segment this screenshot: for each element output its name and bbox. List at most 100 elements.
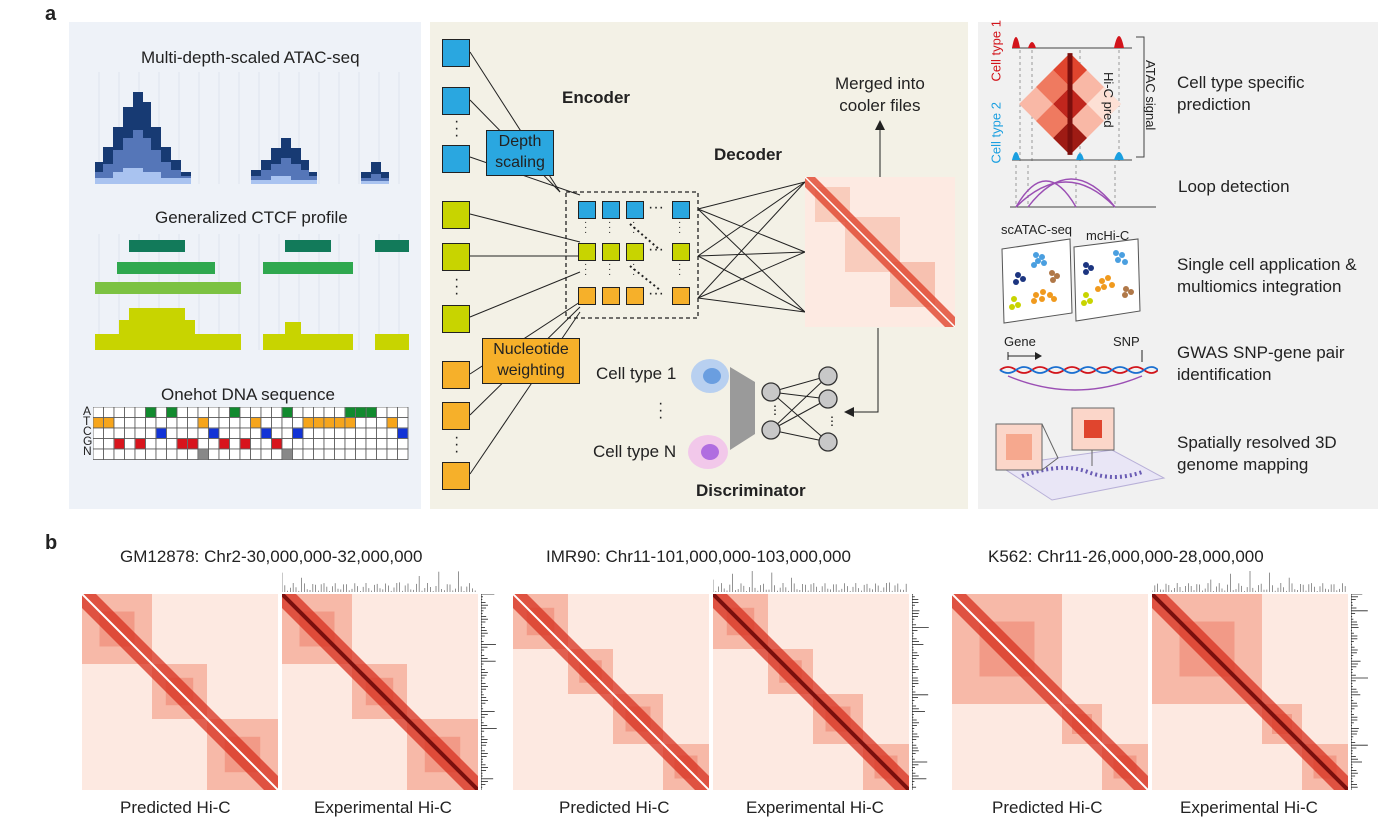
app-line: Single cell application &: [1177, 255, 1357, 274]
onehot-cell: [218, 448, 230, 460]
ctcf-title: Generalized CTCF profile: [155, 208, 348, 227]
encoder-node: [672, 201, 690, 219]
onehot-filled-cell: [209, 428, 219, 438]
onehot-filled-cell: [198, 449, 208, 459]
onehot-cell: [376, 407, 388, 418]
onehot-cell: [239, 417, 251, 429]
onehot-filled-cell: [303, 418, 313, 428]
model-architecture-panel: ··· ··· ··· Depth scaling Nucleotide wei…: [430, 22, 968, 509]
dna-input-square: [442, 402, 470, 430]
app-line: Spatially resolved 3D: [1177, 433, 1337, 452]
onehot-cell: [218, 417, 230, 429]
app-line: Cell type specific: [1177, 73, 1305, 92]
predicted-label-3: Predicted Hi-C: [992, 798, 1103, 817]
onehot-cell: [323, 438, 335, 450]
onehot-cell: [281, 438, 293, 450]
encoder-node: [626, 287, 644, 305]
onehot-cell: [302, 427, 314, 439]
onehot-cell: [376, 427, 388, 439]
onehot-cell: [155, 448, 167, 460]
onehot-cell: [197, 407, 209, 418]
base-a: A: [83, 404, 92, 418]
atac-coverage-track-side: [481, 594, 497, 790]
onehot-cell: [386, 448, 398, 460]
ellipsis-vertical: ···: [658, 395, 664, 426]
application-spatial: Spatially resolved 3D genome mapping: [1177, 432, 1337, 476]
onehot-filled-cell: [104, 418, 114, 428]
onehot-filled-cell: [282, 449, 292, 459]
ctcf-profile-tracks: [95, 234, 409, 350]
onehot-cell: [155, 407, 167, 418]
snp-label: SNP: [1113, 334, 1140, 349]
onehot-cell: [365, 448, 377, 460]
onehot-cell: [292, 438, 304, 450]
onehot-grid: [93, 407, 409, 460]
onehot-cell: [260, 407, 272, 418]
onehot-cell: [155, 417, 167, 429]
atac-coverage-track-side: [912, 594, 929, 790]
onehot-cell: [271, 448, 283, 460]
onehot-filled-cell: [282, 407, 292, 417]
onehot-cell: [344, 438, 356, 450]
hic-diamond-heatmap: [1019, 53, 1121, 155]
onehot-cell: [250, 448, 262, 460]
onehot-cell: [397, 417, 409, 429]
ctcf-input-square: [442, 305, 470, 333]
encoder-node: [602, 287, 620, 305]
onehot-cell: [103, 407, 115, 418]
onehot-filled-cell: [167, 407, 177, 417]
mchic-label: mcHi-C: [1086, 228, 1130, 243]
onehot-cell: [134, 448, 146, 460]
onehot-cell: [134, 417, 146, 429]
onehot-cell: [229, 448, 241, 460]
cell-type-1-label: Cell type 1: [596, 364, 677, 383]
onehot-cell: [113, 417, 125, 429]
onehot-cell: [218, 427, 230, 439]
panel-label-b: b: [45, 532, 58, 554]
discriminator-network: ⋮ ⋮: [761, 366, 838, 452]
onehot-cell: [386, 438, 398, 450]
nucleotide-weighting-label: Nucleotide weighting: [493, 341, 569, 379]
onehot-cell: [208, 417, 220, 429]
scatac-label: scATAC-seq: [1001, 222, 1073, 237]
onehot-filled-cell: [356, 407, 366, 417]
onehot-cell: [271, 407, 283, 418]
onehot-cell: [365, 427, 377, 439]
onehot-filled-cell: [146, 407, 156, 417]
app-line: identification: [1177, 365, 1272, 384]
onehot-cell: [281, 417, 293, 429]
onehot-cell: [197, 438, 209, 450]
onehot-cell: [260, 438, 272, 450]
title-imr90: IMR90: Chr11-101,000,000-103,000,000: [546, 547, 851, 566]
onehot-cell: [313, 448, 325, 460]
onehot-cell: [355, 448, 367, 460]
onehot-cell: [344, 448, 356, 460]
application-loop-detection: Loop detection: [1178, 177, 1290, 196]
onehot-cell: [145, 417, 157, 429]
onehot-cell: [208, 438, 220, 450]
onehot-cell: [187, 427, 199, 439]
onehot-cell: [355, 438, 367, 450]
spatial-genome-diagram: [995, 407, 1166, 501]
input-features-panel: Multi-depth-scaled ATAC-seq Generalized …: [69, 22, 421, 509]
onehot-cell: [93, 427, 104, 439]
ellipsis-vertical: ···: [678, 259, 682, 280]
cell-type-1-vertical-label: Cell type 1: [988, 20, 1004, 82]
architecture-diagram: [469, 51, 885, 475]
hic-pred-label: Hi-C pred: [1101, 72, 1116, 128]
ellipsis-vertical: ···: [584, 259, 588, 280]
onehot-cell: [302, 448, 314, 460]
onehot-filled-cell: [251, 418, 261, 428]
cell-type-1-vertical: Cell type 1: [986, 20, 1004, 84]
ellipsis-horizontal: ···: [648, 285, 664, 302]
onehot-cell: [302, 438, 314, 450]
onehot-cell: [239, 427, 251, 439]
onehot-cell: [334, 407, 346, 418]
onehot-cell: [313, 438, 325, 450]
onehot-cell: [229, 417, 241, 429]
title-k562: K562: Chr11-26,000,000-28,000,000: [988, 547, 1264, 566]
onehot-cell: [93, 407, 104, 418]
onehot-cell: [229, 438, 241, 450]
onehot-cell: [250, 427, 262, 439]
encoder-node: [578, 201, 596, 219]
